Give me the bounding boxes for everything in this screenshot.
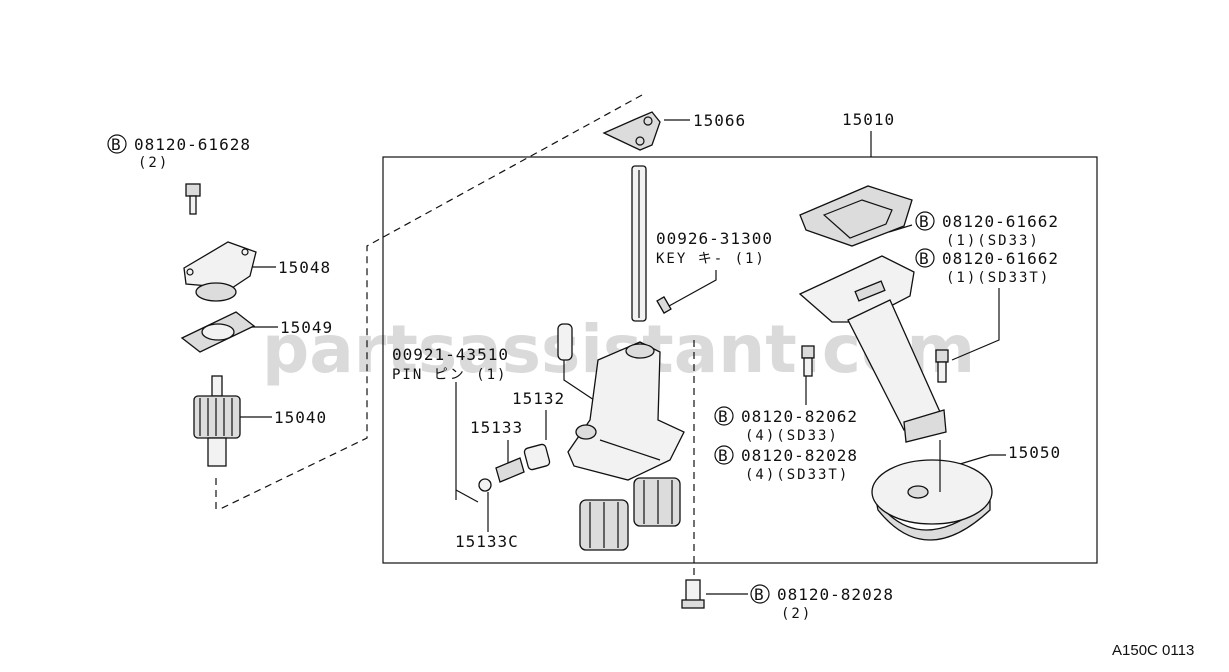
bolt-4-qty: (4)(SD33): [745, 428, 839, 444]
bolt-3-qty: (1)(SD33T): [946, 270, 1050, 286]
svg-text:B: B: [754, 585, 765, 604]
label-15049: 15049: [280, 318, 333, 337]
bolt-08120-82062: [801, 345, 815, 377]
bolt-4-part: 08120-82062: [741, 407, 858, 426]
diagram-code: A150C 0113: [1112, 642, 1194, 659]
gear-15040: [193, 375, 241, 467]
bolt-1-part: 08120-61628: [134, 135, 251, 154]
svg-text:B: B: [919, 249, 930, 268]
svg-text:B: B: [718, 446, 729, 465]
label-15133c: 15133C: [455, 532, 519, 551]
pin-part: [557, 323, 573, 361]
pin-part-name: PIN ピン (1): [392, 367, 507, 383]
gasket-15049: [180, 311, 256, 353]
svg-text:B: B: [718, 407, 729, 426]
bolt-badge-3: B: [915, 248, 935, 268]
bolt-1-qty: (2): [138, 155, 169, 171]
dashed-boundary: [215, 94, 695, 590]
bolt-6-part: 08120-82028: [777, 585, 894, 604]
pump-gears: [579, 477, 681, 551]
assembly-frame: [382, 156, 1098, 564]
bolt-6-qty: (2): [781, 606, 812, 622]
bolt-badge-6: B: [750, 584, 770, 604]
strainer-gasket: [799, 185, 913, 247]
svg-text:B: B: [111, 135, 122, 154]
strainer-tube-15010: [798, 255, 947, 443]
key-part-number: 00926-31300: [656, 229, 773, 248]
key-part: [656, 296, 672, 314]
svg-text:B: B: [919, 212, 930, 231]
bolt-3-part: 08120-61662: [942, 249, 1059, 268]
strainer-screen-15050: [871, 440, 993, 541]
leader-lines: [236, 119, 1006, 595]
bolt-5-qty: (4)(SD33T): [745, 467, 849, 483]
bolt-2-part: 08120-61662: [942, 212, 1059, 231]
label-15048: 15048: [278, 258, 331, 277]
bolt-badge-2: B: [915, 211, 935, 231]
bolt-5-part: 08120-82028: [741, 446, 858, 465]
label-15050: 15050: [1008, 443, 1061, 462]
bolt-2-qty: (1)(SD33): [946, 233, 1040, 249]
relief-valve-parts: [455, 443, 551, 503]
gasket-15066: [602, 111, 661, 151]
label-15066: 15066: [693, 111, 746, 130]
pump-body: [567, 341, 685, 481]
label-15010: 15010: [842, 110, 895, 129]
bolt-08120-82028-bottom: [681, 579, 705, 609]
bolt-badge-4: B: [714, 406, 734, 426]
label-15132: 15132: [512, 389, 565, 408]
bolt-badge-5: B: [714, 445, 734, 465]
bolt-badge-1: B: [107, 134, 127, 154]
pin-part-number: 00921-43510: [392, 345, 509, 364]
key-part-name: KEY キ- (1): [656, 251, 766, 267]
cover-15048: [183, 241, 257, 302]
label-15133: 15133: [470, 418, 523, 437]
bolt-08120-61662: [935, 349, 949, 383]
bolt-08120-61628: [185, 183, 201, 215]
drive-shaft: [631, 165, 647, 322]
label-15040: 15040: [274, 408, 327, 427]
